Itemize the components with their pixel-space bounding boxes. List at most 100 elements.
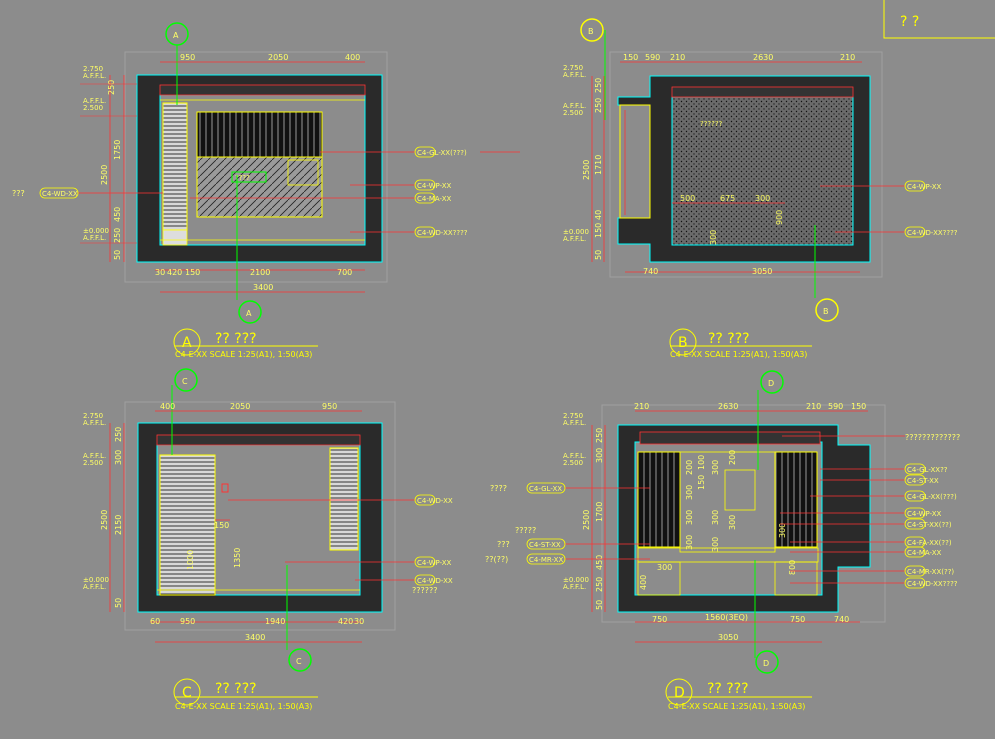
svg-text:300: 300	[685, 535, 694, 550]
svg-text:250: 250	[595, 577, 604, 592]
svg-text:1560(3EQ): 1560(3EQ)	[705, 613, 748, 622]
svg-text:A.F.F.L.: A.F.F.L.	[563, 583, 586, 591]
section-marker-d-bottom[interactable]	[755, 650, 779, 674]
elevation-c[interactable]: 150 1350 1000 C C 400 2050 950 60 950 19…	[83, 368, 453, 711]
svg-text:C: C	[296, 657, 302, 666]
svg-text:A.F.F.L.: A.F.F.L.	[83, 452, 106, 460]
svg-text:675: 675	[720, 194, 735, 203]
elevation-d[interactable]: 200 300 300 300 100 150 300 300 300 300 …	[485, 370, 960, 711]
material-tag[interactable]: C4-FA-XX(??)	[907, 539, 952, 547]
svg-text:±0.000: ±0.000	[563, 228, 589, 236]
svg-text:1940: 1940	[265, 617, 285, 626]
material-tag[interactable]: C4-WD-XX	[417, 497, 453, 505]
svg-text:450: 450	[595, 555, 604, 570]
svg-text:150: 150	[851, 402, 866, 411]
svg-text:C: C	[182, 377, 188, 386]
svg-text:150: 150	[594, 223, 603, 238]
headboard	[196, 111, 323, 158]
svg-text:3400: 3400	[245, 633, 265, 642]
material-tag[interactable]: C4-WP-XX	[907, 183, 942, 191]
section-marker-d-top[interactable]	[760, 370, 784, 394]
svg-text:2.500: 2.500	[83, 459, 103, 467]
svg-text:40: 40	[594, 210, 603, 220]
material-tag[interactable]: C4-WP-XX	[907, 510, 942, 518]
svg-text:A: A	[246, 309, 252, 318]
svg-text:A.F.F.L.: A.F.F.L.	[83, 234, 106, 242]
svg-text:2050: 2050	[268, 53, 288, 62]
note-text: ??(??)	[485, 555, 508, 564]
svg-text:2630: 2630	[753, 53, 773, 62]
svg-text:300: 300	[728, 515, 737, 530]
wall-finish	[671, 96, 854, 246]
svg-text:420: 420	[167, 268, 182, 277]
svg-text:B: B	[588, 27, 594, 36]
note-text: ?????????????	[905, 433, 960, 442]
svg-text:300: 300	[114, 450, 123, 465]
tag-list-d: C4-GL-XX?? C4-ST-XX C4-GL-XX(???) C4-WP-…	[904, 463, 958, 589]
svg-text:590: 590	[828, 402, 843, 411]
section-marker-a-top[interactable]	[165, 22, 189, 46]
svg-text:210: 210	[670, 53, 685, 62]
material-tag[interactable]: C4-GL-XX(???)	[907, 493, 957, 501]
elevation-a[interactable]: ???? A A 950 2050 400 30 420 150 2100 70…	[12, 22, 520, 359]
svg-text:1750: 1750	[113, 140, 122, 160]
material-tag[interactable]: C4-ST-XX	[529, 541, 561, 549]
svg-text:2150: 2150	[114, 515, 123, 535]
svg-text:950: 950	[180, 617, 195, 626]
svg-text:A.F.F.L.: A.F.F.L.	[83, 583, 106, 591]
svg-text:400: 400	[639, 575, 648, 590]
material-tag[interactable]: C4-ST-XX(??)	[907, 521, 952, 529]
svg-text:B: B	[823, 307, 829, 316]
material-tag[interactable]: C4-WP-XX	[417, 182, 452, 190]
material-tag[interactable]: C4-MR-XX	[529, 556, 563, 564]
material-tag[interactable]: C4-MA-XX	[417, 195, 452, 203]
svg-text:250: 250	[113, 228, 122, 243]
material-tag[interactable]: C4-WP-XX	[417, 559, 452, 567]
elevation-b[interactable]: ?????? 500 675 300 900 300 B B 150 590 2…	[563, 18, 958, 359]
svg-text:D: D	[768, 379, 774, 388]
svg-text:30: 30	[354, 617, 364, 626]
svg-text:400: 400	[160, 402, 175, 411]
material-tag[interactable]: C4-WD-XX????	[417, 229, 468, 237]
view-title-letter: D	[674, 685, 685, 701]
svg-text:150: 150	[214, 521, 229, 530]
material-tag[interactable]: C4-WD-XX????	[907, 229, 958, 237]
section-marker-c-bottom[interactable]	[288, 648, 312, 672]
view-title-letter: B	[678, 335, 688, 351]
material-tag[interactable]: C4-GL-XX(???)	[417, 149, 467, 157]
view-title-name: ?? ???	[215, 681, 257, 697]
section-marker-a-bottom[interactable]	[238, 300, 262, 324]
svg-text:250: 250	[594, 98, 603, 113]
svg-text:420: 420	[338, 617, 353, 626]
wardrobe-panel	[159, 454, 216, 596]
material-tag[interactable]: C4-ST-XX	[907, 477, 939, 485]
material-tag[interactable]: C4-WD-XX????	[907, 580, 958, 588]
material-tag[interactable]: C4-WD-XX	[417, 577, 453, 585]
svg-text:300: 300	[595, 448, 604, 463]
section-marker-b-bottom[interactable]	[815, 298, 839, 322]
corner-mark-text: ? ?	[900, 14, 919, 30]
material-tag[interactable]: C4-MA-XX	[907, 549, 942, 557]
svg-text:750: 750	[790, 615, 805, 624]
svg-text:900: 900	[775, 210, 784, 225]
svg-text:50: 50	[595, 600, 604, 610]
view-title-bubble	[665, 678, 693, 706]
material-tag[interactable]: C4-MR-XX(??)	[907, 568, 954, 576]
section-marker-c-top[interactable]	[174, 368, 198, 392]
svg-text:2.750: 2.750	[563, 412, 583, 420]
svg-text:2.500: 2.500	[563, 109, 583, 117]
material-tag[interactable]: C4-GL-XX??	[907, 466, 948, 474]
material-tag[interactable]: C4-WD-XX	[42, 190, 78, 198]
material-tag[interactable]: C4-GL-XX	[529, 485, 562, 493]
svg-text:30: 30	[155, 268, 165, 277]
svg-text:200: 200	[728, 450, 737, 465]
svg-text:A.F.F.L.: A.F.F.L.	[563, 452, 586, 460]
section-marker-b-top[interactable]	[580, 18, 604, 42]
svg-text:D: D	[763, 659, 769, 668]
svg-text:450: 450	[113, 207, 122, 222]
svg-text:150: 150	[185, 268, 200, 277]
level-mark: 2.750	[83, 65, 103, 73]
svg-text:±0.000: ±0.000	[83, 576, 109, 584]
wardrobe-panel	[162, 102, 188, 231]
